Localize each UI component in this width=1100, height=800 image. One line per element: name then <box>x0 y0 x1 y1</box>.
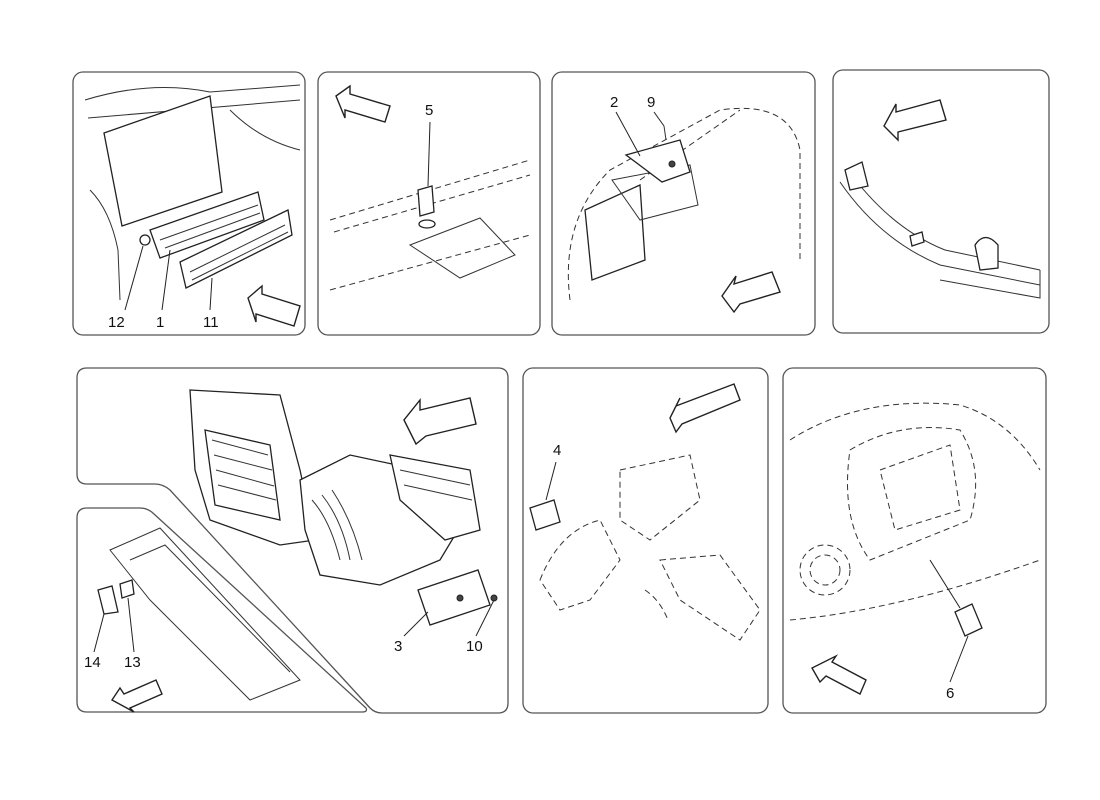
direction-arrow <box>335 84 391 123</box>
fastener-12 <box>139 234 151 246</box>
direction-arrow <box>247 284 301 327</box>
panel-duct-sensor-4: 4 <box>522 367 769 714</box>
direction-arrow <box>883 99 947 142</box>
callout-4: 4 <box>553 442 561 459</box>
panel-sensor-5: 5 <box>317 71 541 336</box>
sensor-14 <box>97 585 119 615</box>
bracket-right <box>974 236 999 271</box>
direction-arrow <box>811 654 867 695</box>
panel-center-console: 2 9 <box>551 71 816 336</box>
direction-arrow <box>403 397 477 446</box>
sensor-13 <box>119 579 135 599</box>
bracket-left <box>844 161 869 191</box>
callout-14: 14 <box>84 654 101 671</box>
panel-dashboard-controls: 12 1 11 <box>72 71 306 336</box>
panel-frame-bracket <box>832 69 1050 334</box>
sensor-4 <box>529 499 561 531</box>
panel-wheel-arch: 6 <box>782 367 1047 714</box>
climate-control-unit <box>149 191 265 259</box>
callout-9: 9 <box>647 94 655 111</box>
callout-12: 12 <box>108 314 125 331</box>
panel-hvac-unit: 3 10 <box>76 367 509 714</box>
display-screen <box>103 95 223 227</box>
switch-panel-2 <box>624 139 691 183</box>
callout-10: 10 <box>466 638 483 655</box>
callout-1: 1 <box>156 314 164 331</box>
panel-lower-duct: 14 13 <box>76 507 368 713</box>
callout-2: 2 <box>610 94 618 111</box>
callout-3: 3 <box>394 638 402 655</box>
sensor-5 <box>417 185 435 217</box>
callout-5: 5 <box>425 102 433 119</box>
direction-arrow <box>110 679 163 713</box>
direction-arrow <box>669 383 741 434</box>
clip-part <box>909 231 925 247</box>
sensor-6 <box>954 603 983 637</box>
callout-6: 6 <box>946 685 954 702</box>
callout-13: 13 <box>124 654 141 671</box>
callout-11: 11 <box>203 314 219 331</box>
direction-arrow <box>721 271 781 314</box>
